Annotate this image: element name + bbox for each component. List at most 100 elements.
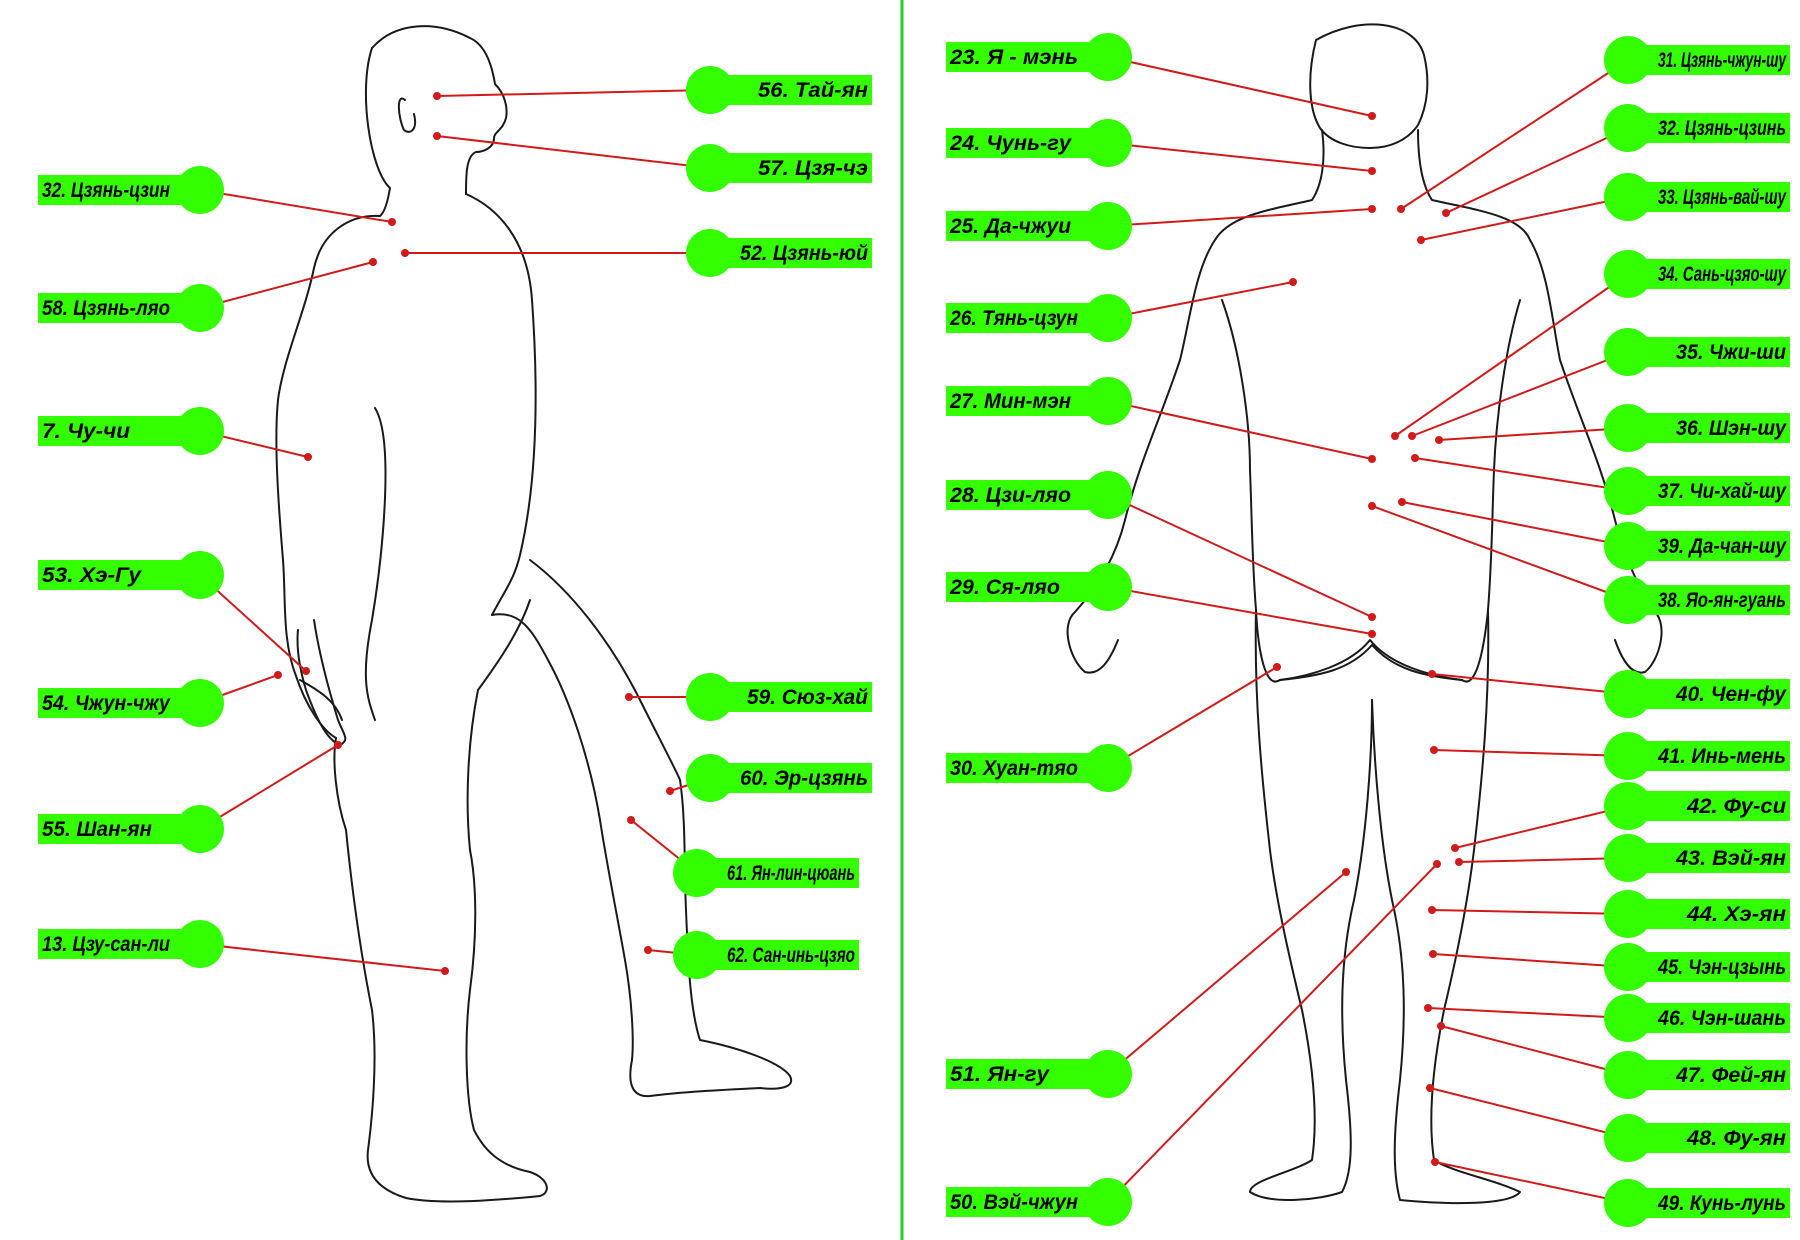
back-view-point-10-marker xyxy=(1433,860,1441,868)
back-view-point-22-label: 42. Фу-си xyxy=(1604,782,1790,830)
back-view-point-24-label: 44. Хэ-ян xyxy=(1604,890,1790,938)
back-view-point-12-label-bubble xyxy=(1604,104,1652,152)
side-view-figure xyxy=(275,25,793,1203)
back-view-point-10-label-text: 50. Вэй-чжун xyxy=(950,1191,1078,1214)
side-view-point-11-marker xyxy=(302,667,310,675)
back-view-point-19-marker xyxy=(1368,502,1376,510)
back-view-point-25-leader-line xyxy=(1432,953,1629,968)
back-view-point-4-label-bubble xyxy=(1084,294,1132,342)
back-view-point-11-leader-line xyxy=(1400,59,1629,210)
back-view-point-16-leader-line xyxy=(1438,427,1629,441)
back-view-point-16-label-bar xyxy=(1628,413,1790,443)
back-view-point-14-label: 34. Сань-цзяо-шу xyxy=(1604,250,1790,298)
side-view-point-2-marker xyxy=(433,132,441,140)
side-view-point-11-label: 53. Хэ-Гу xyxy=(38,551,224,599)
back-view-point-9-leader-line xyxy=(1107,871,1347,1075)
side-view-point-9-label: 58. Цзянь-ляо xyxy=(38,284,224,332)
side-view-point-13-label: 55. Шан-ян xyxy=(38,805,224,853)
back-view-point-27-label-bubble xyxy=(1604,1051,1652,1099)
back-view-point-7-label-bubble xyxy=(1084,563,1132,611)
back-view-point-9-label: 51. Ян-гу xyxy=(946,1050,1132,1098)
back-view-point-27-leader-line xyxy=(1440,1025,1629,1076)
side-view-point-5-marker xyxy=(666,787,674,795)
back-view-point-6-label-bubble xyxy=(1084,471,1132,519)
back-view-point-17-label-bar xyxy=(1628,476,1790,506)
back-view-point-22-leader-line xyxy=(1454,805,1629,849)
side-view-point-3-marker xyxy=(401,249,409,257)
back-view-point-14-label-text: 34. Сань-цзяо-шу xyxy=(1658,263,1787,286)
back-view-point-21-label-bubble xyxy=(1604,732,1652,780)
back-view-point-20-label: 40. Чен-фу xyxy=(1604,670,1790,718)
back-view-point-1-label: 23. Я - мэнь xyxy=(946,33,1132,81)
back-view-point-14-leader-line xyxy=(1394,273,1629,437)
side-view-point-6-label-text: 61. Ян-лин-цюань xyxy=(727,862,855,885)
side-view-point-9-label-bar xyxy=(38,293,200,323)
back-view-point-7-label-text: 29. Ся-ляо xyxy=(949,576,1060,599)
back-view-point-21-leader-line xyxy=(1433,749,1629,757)
back-view-point-15-label-bubble xyxy=(1604,328,1652,376)
back-view-point-17-leader-line xyxy=(1414,457,1629,492)
side-view-point-14-marker xyxy=(441,967,449,975)
back-view-point-3-label-bar xyxy=(946,211,1108,241)
back-view-point-2-leader-line xyxy=(1107,142,1373,172)
back-view-point-21-label: 41. Инь-мень xyxy=(1604,732,1790,780)
back-view-point-13-label: 33. Цзянь-вай-шу xyxy=(1604,173,1790,221)
side-view-point-8-label-bar xyxy=(38,175,200,205)
back-view-point-26-label-bar xyxy=(1628,1003,1790,1033)
side-view-point-5-label: 60. Эр-цзянь xyxy=(686,754,872,802)
back-view-point-11-marker xyxy=(1397,205,1405,213)
back-view-point-10-leader-line xyxy=(1107,863,1438,1203)
back-view-point-24-marker xyxy=(1428,906,1436,914)
back-view-point-8-label-bubble xyxy=(1084,744,1132,792)
back-view-figure xyxy=(1066,23,1663,1205)
back-view-point-2-label-text: 24. Чунь-гу xyxy=(949,132,1072,155)
back-view-point-5-leader-line xyxy=(1107,400,1373,460)
side-view-point-14-label: 13. Цзу-сан-ли xyxy=(38,920,224,968)
side-view-point-4-label: 59. Сюз-хай xyxy=(686,673,872,721)
back-view-point-18-label-bubble xyxy=(1604,522,1652,570)
back-view-point-11-label: 31. Цзянь-чжун-шу xyxy=(1604,36,1790,84)
back-view-point-22-label-text: 42. Фу-си xyxy=(1686,795,1786,818)
back-view-point-24-leader-line xyxy=(1431,909,1629,915)
back-view-point-8-leader-line xyxy=(1107,666,1278,769)
back-view-point-7-label-bar xyxy=(946,572,1108,602)
side-view-point-13-label-bar xyxy=(38,814,200,844)
side-view-point-10-marker xyxy=(304,453,312,461)
back-view-point-20-leader-line xyxy=(1431,673,1629,695)
back-view-point-4-marker xyxy=(1289,278,1297,286)
back-view-point-19-label-bubble xyxy=(1604,576,1652,624)
back-view-point-16-label-bubble xyxy=(1604,404,1652,452)
back-view-point-14-marker xyxy=(1391,432,1399,440)
side-view-point-7-label-bubble xyxy=(673,931,721,979)
side-view-point-11-label-bubble xyxy=(176,551,224,599)
back-view-point-19-label: 38. Яо-ян-гуань xyxy=(1604,576,1790,624)
side-view-point-14-label-text: 13. Цзу-сан-ли xyxy=(42,933,170,956)
side-view-point-7-label: 62. Сан-инь-цзяо xyxy=(673,931,859,979)
back-view-point-3-label-bubble xyxy=(1084,202,1132,250)
side-view-point-9-marker xyxy=(369,258,377,266)
back-view-point-5-label-bubble xyxy=(1084,377,1132,425)
back-view-point-6-label-text: 28. Цзи-ляо xyxy=(949,484,1071,507)
back-view-point-24-label-bar xyxy=(1628,899,1790,929)
back-view-point-1-marker xyxy=(1368,112,1376,120)
back-view-point-15-label: 35. Чжи-ши xyxy=(1604,328,1790,376)
side-view-point-9-leader-line xyxy=(199,261,374,309)
back-view-point-16-label-text: 36. Шэн-шу xyxy=(1676,417,1787,440)
side-view-point-14-label-bubble xyxy=(176,920,224,968)
back-view-point-22-label-bar xyxy=(1628,791,1790,821)
back-view-point-5-label-text: 27. Мин-мэн xyxy=(949,390,1071,413)
side-view-point-12-marker xyxy=(274,671,282,679)
back-view-point-4-leader-line xyxy=(1107,281,1294,319)
back-view-point-7-marker xyxy=(1368,630,1376,638)
side-view-point-3-label-text: 52. Цзянь-юй xyxy=(740,242,868,265)
side-view-point-14-leader-line xyxy=(199,943,446,972)
back-view-point-18-label: 39. Да-чан-шу xyxy=(1604,522,1790,570)
back-view-point-26-leader-line xyxy=(1427,1007,1629,1019)
side-view-point-8-label-text: 32. Цзянь-цзин xyxy=(42,179,170,202)
side-view-point-11-label-text: 53. Хэ-Гу xyxy=(42,564,142,587)
side-view-point-2-label-text: 57. Цзя-чэ xyxy=(758,157,868,180)
side-view-point-2-label-bubble xyxy=(686,144,734,192)
back-view-point-6-label: 28. Цзи-ляо xyxy=(946,471,1132,519)
side-view-point-3-label: 52. Цзянь-юй xyxy=(686,229,872,277)
